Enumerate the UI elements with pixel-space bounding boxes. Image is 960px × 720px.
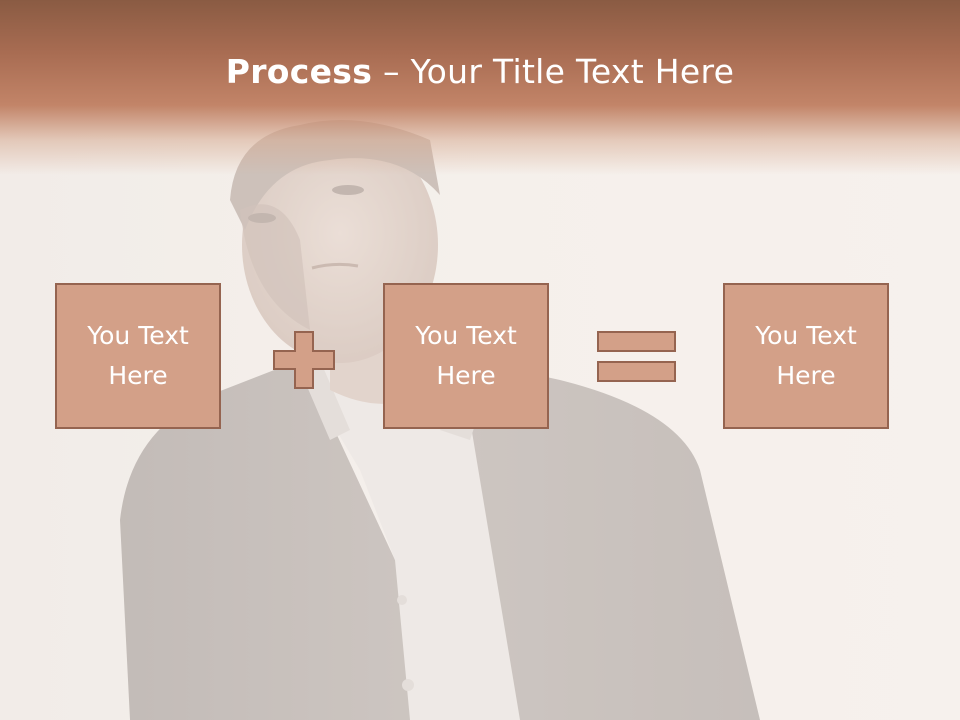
title-bold: Process <box>225 52 373 91</box>
process-box-1-text: You Text Here <box>87 321 189 390</box>
process-box-3-text: You Text Here <box>755 321 857 390</box>
process-box-2-text: You Text Here <box>415 321 517 390</box>
process-box-2[interactable]: You Text Here <box>383 283 549 429</box>
equals-icon <box>597 331 676 383</box>
title-band <box>0 0 960 175</box>
title-dash: – <box>372 52 411 91</box>
title-text: Your Title Text Here <box>410 52 735 91</box>
process-box-1[interactable]: You Text Here <box>55 283 221 429</box>
slide-title: Process – Your Title Text Here <box>0 52 960 91</box>
process-box-3[interactable]: You Text Here <box>723 283 889 429</box>
plus-icon <box>273 331 335 389</box>
